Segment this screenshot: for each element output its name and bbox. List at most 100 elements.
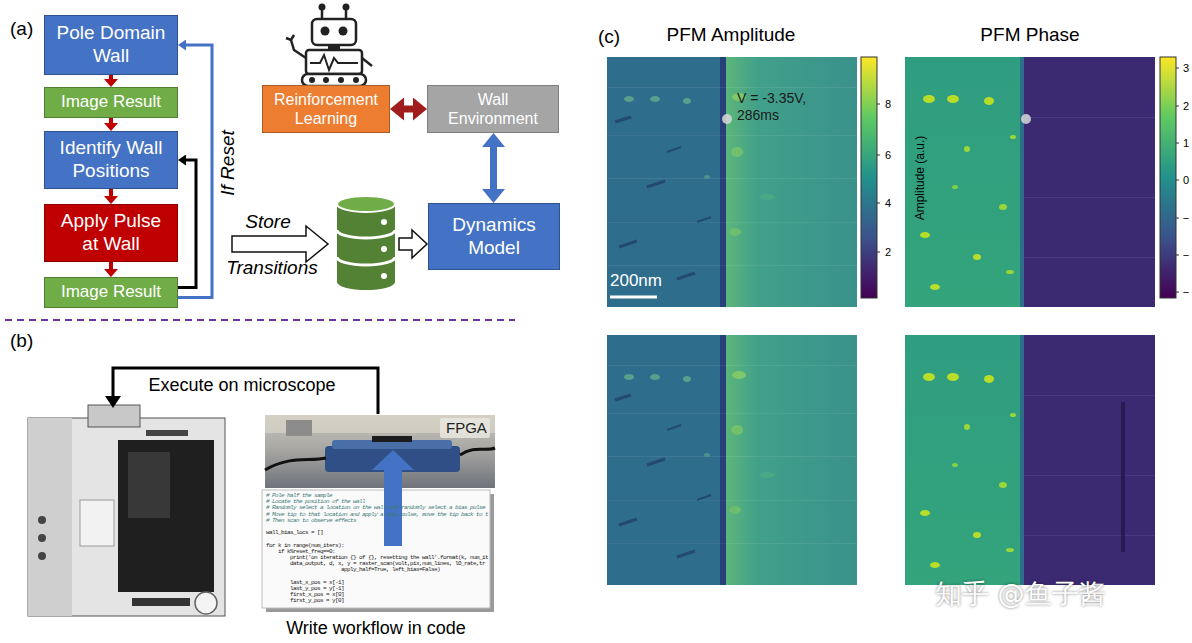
fpga-photo bbox=[265, 415, 495, 488]
cable bbox=[265, 458, 326, 470]
connector bbox=[178, 45, 212, 298]
node-text: Dynamics Model bbox=[441, 214, 547, 260]
panel-divider bbox=[5, 319, 515, 321]
code-line: print('on iteration {} of {}, resetting … bbox=[290, 555, 488, 561]
connector bbox=[178, 160, 196, 288]
connector bbox=[109, 262, 113, 269]
node-text: Apply Pulse at Wall bbox=[53, 210, 169, 256]
caption-text: Execute on microscope bbox=[148, 375, 335, 396]
robot-icon bbox=[286, 4, 372, 87]
colorbar bbox=[1160, 57, 1176, 298]
code-line: last_x_pos = x[-1] bbox=[290, 580, 344, 586]
microscope-button bbox=[38, 516, 46, 524]
tick-label: 2 bbox=[1183, 100, 1189, 113]
process-box: Apply Pulse at Wall bbox=[44, 204, 178, 262]
process-box: Pole Domain Wall bbox=[44, 15, 178, 75]
code-line: # Locate the position of the wall bbox=[266, 499, 365, 505]
code-line: first_y_pos = y[0] bbox=[290, 598, 344, 604]
window-reflection bbox=[128, 452, 170, 518]
microscope-photo bbox=[28, 405, 225, 616]
robot-claw bbox=[286, 35, 294, 40]
axis-label: Amplitude (a.u.) bbox=[914, 136, 928, 221]
pulse-annotation: V = -3.35V, 286ms bbox=[737, 90, 832, 124]
node-text: Reinforcement Learning bbox=[271, 90, 381, 128]
tick bbox=[877, 252, 880, 253]
scan-artifact bbox=[1121, 402, 1125, 552]
code-line: wall_bias_locs = [] bbox=[266, 530, 323, 536]
code-line: first_x_pos = x[0] bbox=[290, 592, 344, 598]
pulse-marker bbox=[722, 114, 732, 124]
microscope-plate bbox=[132, 598, 190, 606]
tick bbox=[1176, 255, 1179, 256]
arrow-label: Transitions bbox=[226, 257, 318, 279]
arrow-label: Store bbox=[245, 211, 290, 233]
node-text: Pole Domain Wall bbox=[51, 22, 171, 68]
connector bbox=[490, 147, 497, 189]
device-label: FPGA bbox=[446, 419, 487, 436]
database-divider bbox=[337, 230, 395, 238]
tick bbox=[1176, 218, 1179, 219]
tick bbox=[877, 203, 880, 204]
code-screenshot bbox=[262, 490, 490, 608]
robot-arm bbox=[362, 58, 372, 66]
microscope-button bbox=[38, 534, 46, 542]
database-divider bbox=[337, 257, 395, 265]
microscope-panel bbox=[80, 500, 114, 546]
connector bbox=[109, 189, 113, 196]
robot-head bbox=[312, 19, 356, 45]
panel-label: (b) bbox=[10, 330, 33, 352]
microscope-top bbox=[88, 405, 140, 427]
robot-eye bbox=[321, 27, 330, 36]
database-light bbox=[381, 273, 387, 279]
code-line: data_output, d, x, y = raster_scan(volt,… bbox=[290, 561, 485, 567]
robot-wheel bbox=[353, 77, 359, 83]
tick bbox=[877, 104, 880, 105]
code-line: apply_half=True, left_bias=False) bbox=[341, 567, 440, 573]
tick bbox=[1176, 180, 1179, 181]
watermark: 知乎 @鱼子酱 bbox=[935, 578, 1106, 609]
tick bbox=[1176, 68, 1179, 69]
code-line: last_y_pos = y[-1] bbox=[290, 586, 344, 592]
process-box: Image Result bbox=[44, 277, 178, 308]
microscope-side bbox=[28, 418, 72, 616]
tick-label: − bbox=[1183, 212, 1189, 225]
arrow-head bbox=[105, 396, 121, 408]
pulse-marker bbox=[1021, 114, 1031, 124]
microscope-knob bbox=[195, 592, 217, 614]
tick-label: 8 bbox=[885, 98, 891, 111]
phase-map bbox=[905, 335, 1155, 585]
tick-label: 1 bbox=[1183, 137, 1189, 150]
fpga-connector bbox=[372, 436, 412, 442]
tick-label: 2 bbox=[885, 246, 891, 259]
workflow-arrow bbox=[113, 368, 378, 414]
database-body bbox=[337, 204, 395, 290]
code-line: if k%reset_freq==0: bbox=[278, 549, 335, 555]
robot-wheel bbox=[323, 77, 329, 83]
tick-label: 0 bbox=[1183, 174, 1189, 187]
robot-arm bbox=[291, 40, 306, 58]
robot-antenna bbox=[343, 4, 350, 11]
code-line: for k in range(num_iters): bbox=[266, 543, 344, 549]
robot-eye bbox=[339, 27, 348, 36]
tick-label: − bbox=[1183, 286, 1189, 299]
node-text: Image Result bbox=[61, 92, 161, 112]
scale-label: 200nm bbox=[610, 271, 662, 291]
amplitude-map bbox=[607, 335, 857, 585]
bracket bbox=[286, 420, 312, 436]
tick-label: 4 bbox=[885, 197, 891, 210]
connector bbox=[404, 106, 413, 113]
node-text: Image Result bbox=[61, 282, 161, 302]
database-icon bbox=[337, 196, 395, 290]
edge-label: If Reset bbox=[217, 130, 239, 195]
tick bbox=[1176, 143, 1179, 144]
microscope-body bbox=[28, 418, 225, 616]
code-line: # Randomly select a location on the wall… bbox=[266, 505, 485, 511]
robot-wheel bbox=[338, 77, 344, 83]
column-title: PFM Phase bbox=[980, 24, 1079, 46]
microscope-button bbox=[38, 552, 46, 560]
process-box: Wall Environment bbox=[427, 85, 559, 133]
photo-tag bbox=[440, 418, 490, 438]
code-line: # Then scan to observe effects bbox=[266, 518, 356, 524]
